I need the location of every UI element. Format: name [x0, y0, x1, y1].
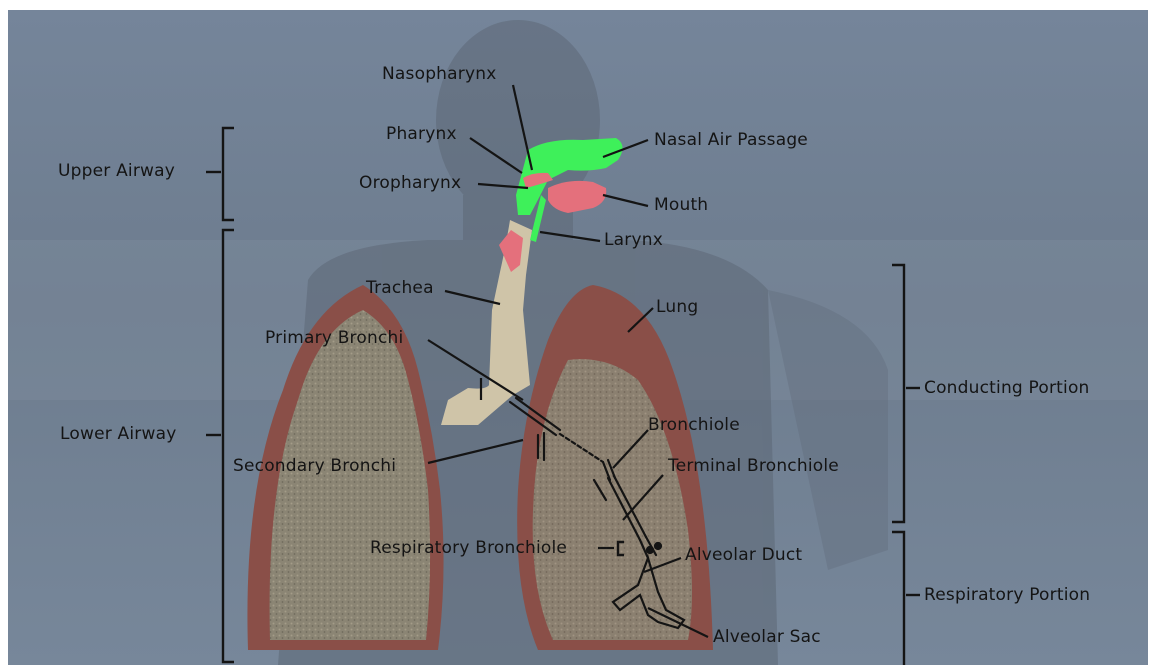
- label-mouth: Mouth: [654, 195, 708, 215]
- label-bronchiole: Bronchiole: [648, 415, 740, 435]
- diagram-canvas: [8, 10, 1148, 665]
- label-nasal-air-passage: Nasal Air Passage: [654, 130, 808, 150]
- label-lung: Lung: [656, 297, 698, 317]
- label-alveolar-duct: Alveolar Duct: [685, 545, 802, 565]
- respiratory-diagram: Nasopharynx Pharynx Oropharynx Nasal Air…: [8, 10, 1148, 665]
- label-primary-bronchi: Primary Bronchi: [265, 328, 403, 348]
- label-larynx: Larynx: [604, 230, 663, 250]
- group-lower-airway: Lower Airway: [60, 424, 176, 444]
- group-upper-airway: Upper Airway: [58, 161, 175, 181]
- label-oropharynx: Oropharynx: [359, 173, 461, 193]
- group-conducting-portion: Conducting Portion: [924, 378, 1090, 398]
- label-nasopharynx: Nasopharynx: [382, 64, 496, 84]
- label-trachea: Trachea: [366, 278, 434, 298]
- label-pharynx: Pharynx: [386, 124, 457, 144]
- label-terminal-bronchiole: Terminal Bronchiole: [668, 456, 839, 476]
- label-respiratory-bronchiole: Respiratory Bronchiole: [370, 538, 567, 558]
- label-secondary-bronchi: Secondary Bronchi: [233, 456, 396, 476]
- group-respiratory-portion: Respiratory Portion: [924, 585, 1090, 605]
- label-alveolar-sac: Alveolar Sac: [713, 627, 821, 647]
